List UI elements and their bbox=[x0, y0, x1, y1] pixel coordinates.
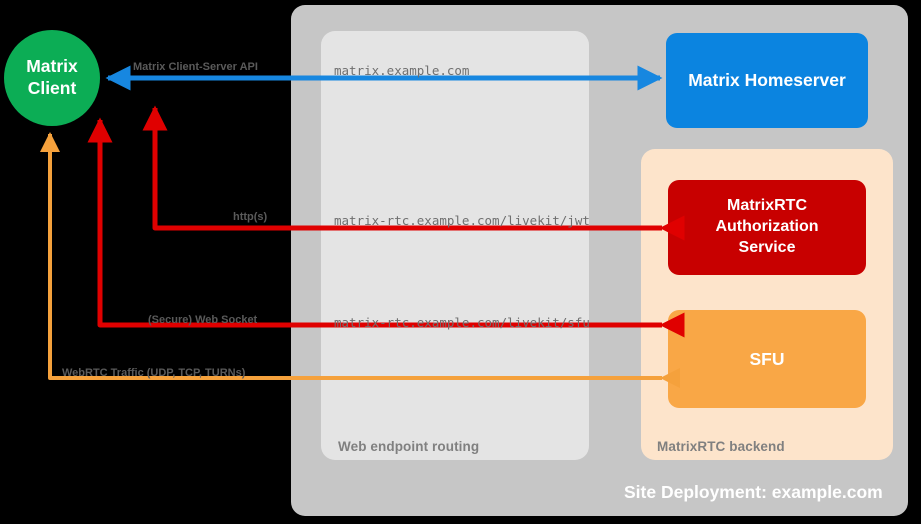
url-label-livekit-jwt: matrix-rtc.example.com/livekit/jwt bbox=[334, 213, 590, 228]
matrixrtc-backend-caption: MatrixRTC backend bbox=[657, 439, 785, 454]
edge-label-jwt-auth: http(s) bbox=[233, 211, 268, 223]
site-deployment-caption: Site Deployment: example.com bbox=[624, 482, 883, 502]
edge-label-sfu-websocket: (Secure) Web Socket bbox=[148, 314, 258, 326]
sfu-node[interactable] bbox=[668, 310, 866, 408]
web-endpoint-routing-group bbox=[321, 31, 589, 460]
edge-label-client-server-api: Matrix Client-Server API bbox=[133, 61, 258, 73]
url-label-livekit-sfu: matrix-rtc.example.com/livekit/sfu bbox=[334, 315, 590, 330]
url-label-matrix-example-com: matrix.example.com bbox=[334, 63, 470, 78]
authorization-service-node[interactable] bbox=[668, 180, 866, 275]
edge-label-webrtc-traffic: WebRTC Traffic (UDP, TCP, TURNs) bbox=[62, 367, 246, 379]
matrix-client-node[interactable] bbox=[4, 30, 100, 126]
matrix-homeserver-node[interactable] bbox=[666, 33, 868, 128]
edge-webrtc-traffic bbox=[40, 132, 680, 388]
web-endpoint-routing-caption: Web endpoint routing bbox=[338, 439, 480, 454]
